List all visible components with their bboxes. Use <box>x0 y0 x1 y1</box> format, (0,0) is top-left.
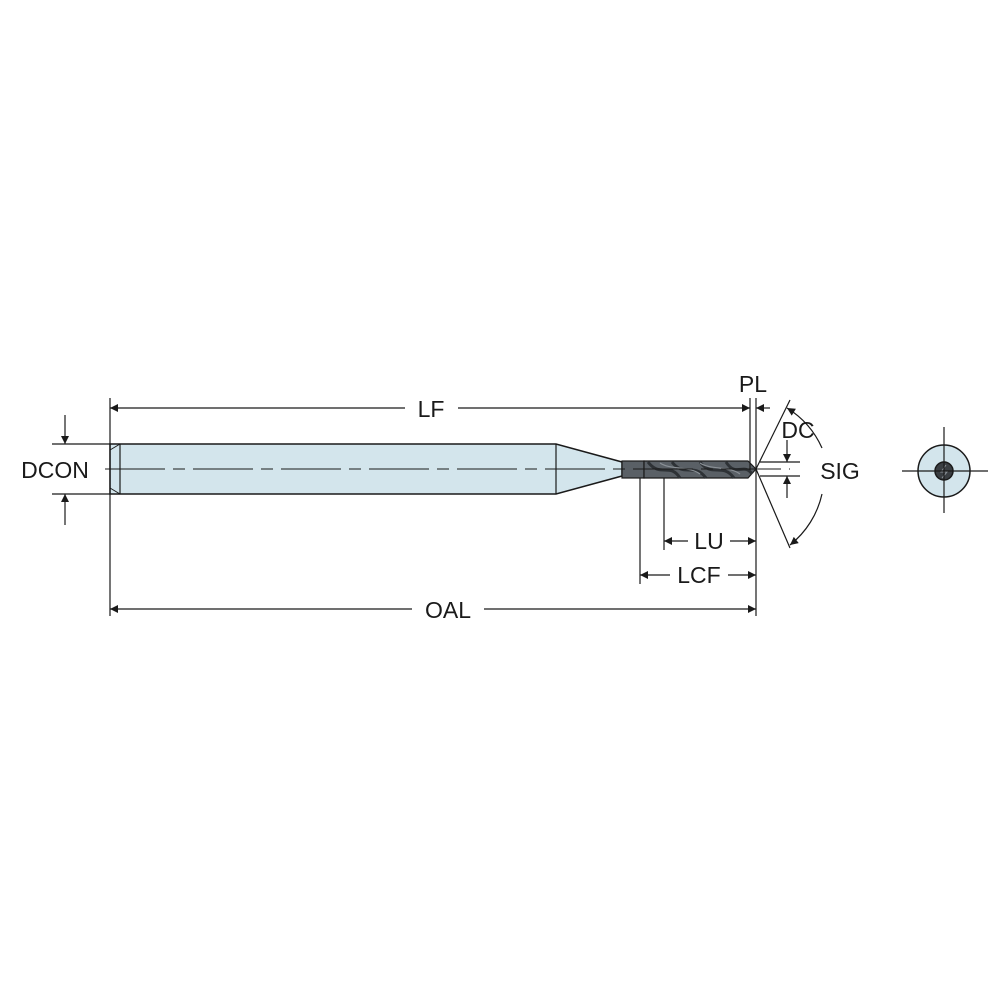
dimension-oal: OAL <box>110 597 756 623</box>
label-pl: PL <box>739 371 767 397</box>
label-lu: LU <box>694 528 723 554</box>
dimension-lf: LF <box>110 396 750 422</box>
extension-lines <box>52 398 800 616</box>
label-oal: OAL <box>425 597 471 623</box>
dimension-sig: SIG <box>786 407 860 546</box>
label-lcf: LCF <box>677 562 720 588</box>
dimension-dc: DC <box>781 417 815 498</box>
label-dcon: DCON <box>21 457 89 483</box>
end-view <box>902 427 988 513</box>
label-dc: DC <box>781 417 814 443</box>
dimension-lcf: LCF <box>640 562 756 588</box>
dimension-pl: PL <box>739 371 770 412</box>
label-lf: LF <box>418 396 445 422</box>
label-sig: SIG <box>820 458 860 484</box>
dimension-lu: LU <box>664 528 756 554</box>
drill-flutes <box>621 460 757 479</box>
dimension-dcon: DCON <box>21 415 89 525</box>
